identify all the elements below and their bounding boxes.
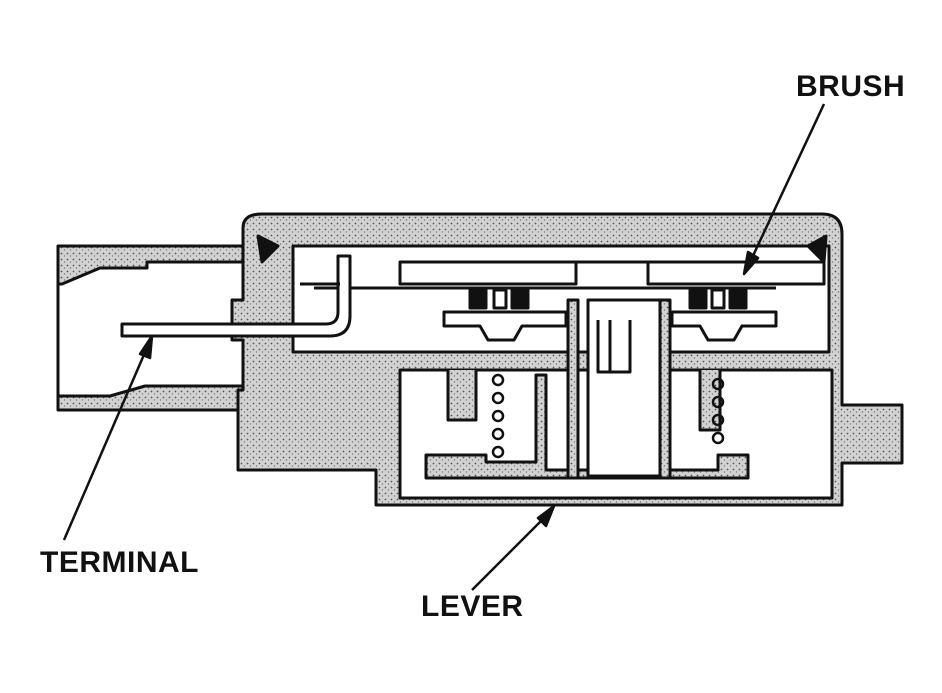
lever-label: LEVER bbox=[421, 590, 524, 623]
right-seal bbox=[806, 234, 828, 264]
circuit-plate bbox=[314, 260, 826, 290]
left-seal bbox=[256, 234, 280, 264]
lever-leader bbox=[471, 504, 556, 591]
brush-contacts bbox=[442, 288, 778, 342]
right-spring bbox=[711, 377, 725, 445]
left-spring bbox=[491, 373, 505, 459]
terminal-pin bbox=[120, 254, 352, 338]
central-shaft bbox=[586, 298, 662, 478]
brush-label: BRUSH bbox=[796, 70, 906, 103]
terminal-label: TERMINAL bbox=[40, 546, 199, 579]
terminal-leader bbox=[62, 334, 154, 541]
brush-leader bbox=[742, 103, 826, 276]
